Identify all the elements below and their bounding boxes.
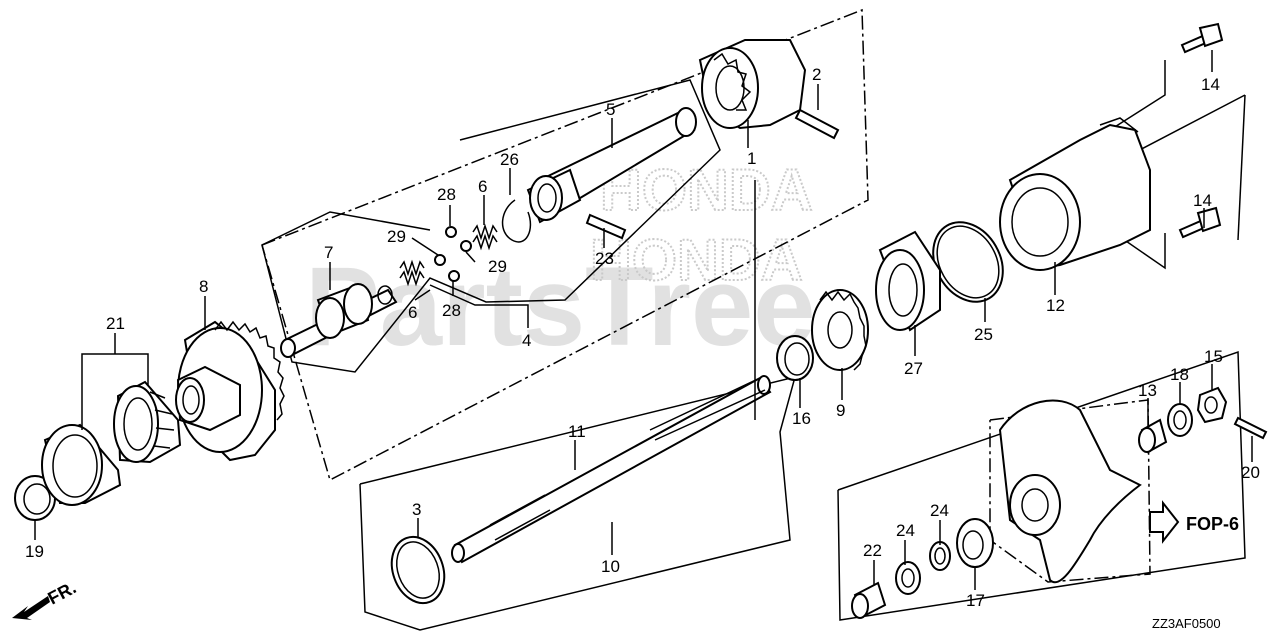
callout-26: 26 (500, 150, 519, 169)
leader-lines (34, 50, 1253, 590)
bolt-bracket (1109, 60, 1166, 131)
spring-6-lower (399, 259, 425, 287)
roller-bearing-21 (113, 380, 182, 464)
callout-2: 2 (812, 65, 821, 84)
callout-4: 4 (522, 331, 531, 350)
callout-10: 10 (601, 557, 620, 576)
pin-2 (794, 108, 840, 140)
shifter-group-frame (261, 79, 721, 373)
spacer-22 (851, 581, 887, 619)
callout-9: 9 (836, 401, 845, 420)
spacer-13 (1138, 418, 1168, 454)
thrust-ring-3 (390, 535, 446, 605)
callout-29b: 29 (488, 257, 507, 276)
callout-24a: 24 (896, 521, 915, 540)
bolt-bracket-2 (1109, 229, 1166, 270)
assembly-frame (261, 8, 869, 482)
washer-24a (929, 541, 951, 571)
pin-23 (585, 213, 627, 240)
bearing-housing-12 (999, 117, 1151, 271)
callout-1: 1 (747, 149, 756, 168)
front-arrow-icon (12, 596, 50, 620)
pinion-gear-9 (811, 289, 869, 371)
callout-24b: 24 (930, 501, 949, 520)
callout-25: 25 (974, 325, 993, 344)
bevel-gear-8 (175, 320, 285, 462)
callout-28a: 28 (437, 185, 456, 204)
group-frames (261, 8, 1246, 631)
callout-6b: 6 (408, 303, 417, 322)
watermark-brand-2: HONDA (590, 228, 803, 293)
reference-arrow (1149, 500, 1180, 544)
propeller-shaft-11 (451, 375, 772, 564)
front-marker: FR. (44, 577, 79, 608)
callout-16: 16 (792, 409, 811, 428)
shift-slider-5 (526, 107, 697, 224)
bolt-14-top (1180, 22, 1224, 54)
callout-19: 19 (25, 542, 44, 561)
callout-21: 21 (106, 314, 125, 333)
housing-leader (1129, 94, 1246, 156)
bearing-race-21 (41, 423, 122, 506)
callout-14a: 14 (1201, 75, 1220, 94)
callout-12: 12 (1046, 296, 1065, 315)
reference-label: FOP-6 (1186, 514, 1239, 534)
washer-24b (895, 561, 921, 595)
ball-bearing-27 (875, 230, 941, 332)
callout-14b: 14 (1193, 191, 1212, 210)
propeller (998, 399, 1142, 584)
drawing-code: ZZ3AF0500 (1152, 616, 1221, 631)
callout-15: 15 (1204, 347, 1223, 366)
callout-13: 13 (1138, 381, 1157, 400)
callout-11: 11 (568, 422, 586, 441)
washer-18 (1167, 403, 1193, 437)
shifter-shaft-7 (280, 283, 398, 358)
o-ring-25 (932, 221, 1004, 303)
watermark: HONDA HONDA PartsTree (305, 157, 816, 369)
callout-23: 23 (595, 249, 614, 268)
parts (12, 22, 1268, 620)
steel-balls (434, 226, 472, 282)
callout-20: 20 (1241, 463, 1260, 482)
callout-3: 3 (412, 500, 421, 519)
propeller-group-frame (837, 350, 1246, 621)
watermark-main: PartsTree (305, 244, 816, 369)
circlip-26 (501, 199, 532, 243)
shim-16 (776, 335, 814, 381)
callout-28b: 28 (442, 301, 461, 320)
callout-5: 5 (606, 100, 615, 119)
callout-17: 17 (966, 591, 985, 610)
callout-29a: 29 (387, 227, 406, 246)
castle-nut-15 (1196, 386, 1228, 424)
callout-7: 7 (324, 243, 333, 262)
dog-clutch-1 (698, 39, 807, 130)
cotter-pin-20 (1233, 416, 1268, 440)
callout-18: 18 (1170, 365, 1189, 384)
callout-6a: 6 (478, 177, 487, 196)
watermark-brand: HONDA (600, 158, 813, 223)
callout-22: 22 (863, 541, 882, 560)
callout-27: 27 (904, 359, 923, 378)
thrust-washer-17 (956, 518, 994, 568)
bolt-14-bottom (1178, 206, 1222, 239)
callout-8: 8 (199, 277, 208, 296)
housing-side (1237, 94, 1246, 241)
propeller-inner-frame (989, 399, 1151, 583)
spring-6-upper (472, 223, 498, 251)
